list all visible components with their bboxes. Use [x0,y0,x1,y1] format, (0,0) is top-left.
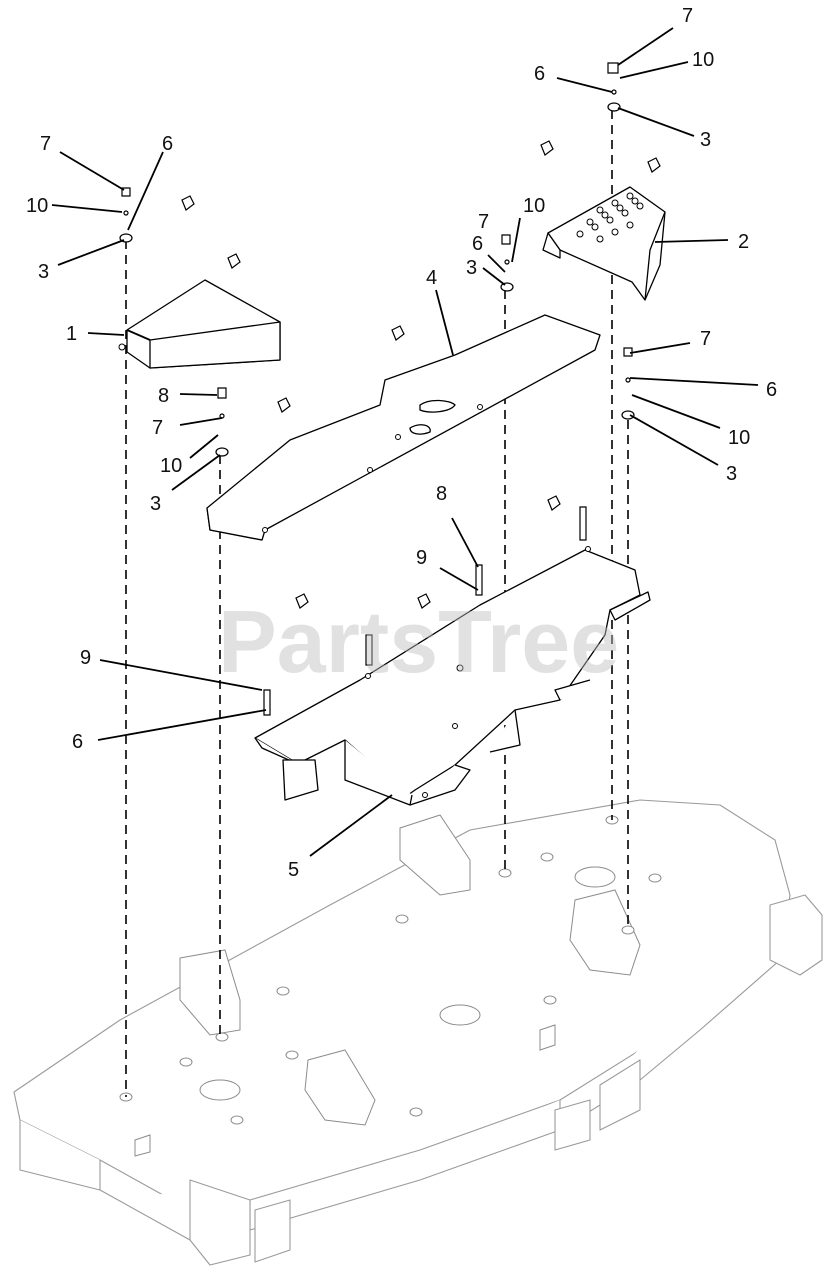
callout-3-left: 3 [38,261,49,283]
callout-7-mid-right: 7 [700,328,711,350]
hardware-stack-right-mid [621,347,635,420]
callout-3-mid-left: 3 [150,493,161,515]
callout-6-mid-right: 6 [766,379,777,401]
callout-10-center: 10 [523,195,545,217]
callout-6-center: 6 [472,233,483,255]
callout-10-mid-left: 10 [160,455,182,477]
callout-7-mid-left: 8 [158,385,169,407]
part-2-step-plate [542,186,666,301]
step-plate-holes [576,192,644,243]
hardware-bolts-lower [263,506,587,716]
callout-1: 1 [66,323,77,345]
mower-deck [13,799,823,1266]
callout-6-left: 6 [162,133,173,155]
part-4-upper-plate [206,314,601,541]
loose-fasteners [181,140,661,609]
callout-8-left: 9 [80,647,91,669]
callout-2: 2 [738,231,749,253]
callout-3-mid-right: 3 [726,463,737,485]
hardware-stack-mid-left [215,387,229,457]
callout-3-center: 3 [466,257,477,279]
part-5-lower-bracket [254,546,651,806]
callout-7-left: 7 [40,133,51,155]
hardware-stack-left [119,187,133,243]
callout-9-center: 9 [416,547,427,569]
callout-7-center: 7 [478,211,489,233]
hardware-stack-right-top [607,62,621,112]
callout-5: 5 [288,859,299,881]
callout-6-top-right: 6 [534,63,545,85]
callout-10-top-right: 10 [692,49,714,71]
callout-numbers: 7 6 10 3 1 7 10 6 3 2 10 7 6 3 4 7 6 10 … [26,5,777,881]
callout-10-mid-right: 10 [728,427,750,449]
callout-10-left: 10 [26,195,48,217]
leader-lines [51,27,759,857]
callout-9-left: 6 [72,731,83,753]
callout-3-top-right: 3 [700,129,711,151]
watermark: PartsTree [218,592,619,691]
part-1-cover [118,279,281,369]
callout-7-top-right: 7 [682,5,693,27]
callout-8-center: 8 [436,483,447,505]
callout-4: 4 [426,267,437,289]
callout-6-mid-left: 7 [152,417,163,439]
